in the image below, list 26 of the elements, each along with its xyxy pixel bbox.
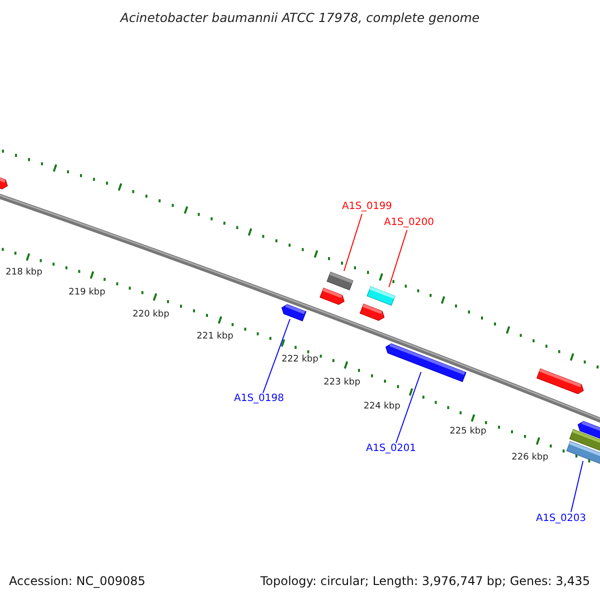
gene-feature (385, 343, 466, 382)
gene-feature (366, 286, 396, 306)
gene-feature (566, 441, 600, 467)
gene-label: A1S_0203 (536, 513, 586, 525)
leader-line (388, 230, 408, 288)
leader-line (262, 318, 290, 394)
scale-label: 225 kbp (450, 426, 486, 438)
gene-label: A1S_0198 (234, 393, 284, 405)
scale-label: 222 kbp (282, 354, 318, 366)
scale-label: 224 kbp (364, 402, 400, 412)
genome-summary: Topology: circular; Length: 3,976,747 bp; Genes: 3,435 (260, 574, 590, 588)
title: Acinetobacter baumannii ATCC 17978, complete genome (118, 10, 481, 25)
gene-feature (326, 272, 354, 290)
scale-label: 218 kbp (6, 268, 42, 278)
gene-label: A1S_0200 (384, 217, 434, 229)
scale-label: 223 kbp (324, 378, 360, 388)
leader-line (396, 372, 422, 444)
leader-line (570, 460, 584, 512)
gene-label: A1S_0199 (342, 201, 392, 213)
accession-text: Accession: NC_009085 (9, 574, 146, 588)
scale-label: 220 kbp (132, 310, 170, 320)
gene-label: A1S_0201 (366, 443, 416, 455)
scale-label: 219 kbp (68, 288, 106, 298)
gene-feature (281, 304, 306, 322)
scale-label: 221 kbp (196, 332, 234, 342)
scale-label: 226 kbp (512, 452, 548, 464)
